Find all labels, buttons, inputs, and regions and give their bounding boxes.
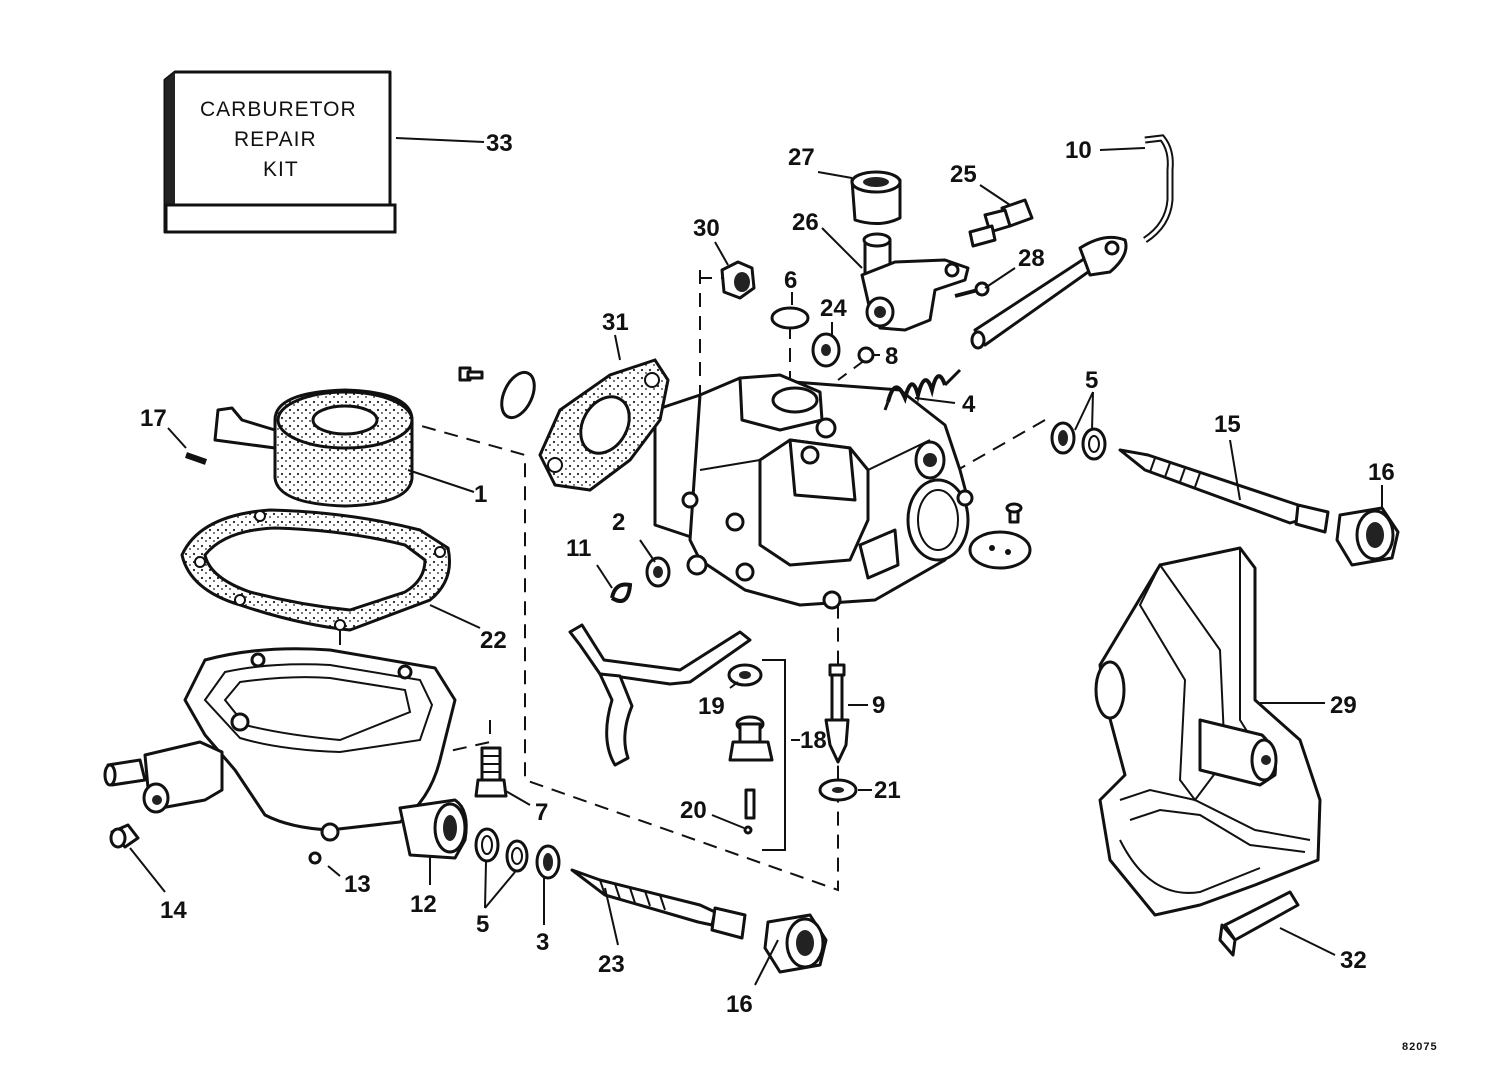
link-rod: [1142, 134, 1174, 243]
callout-5a: 5: [1085, 367, 1098, 394]
low-speed-needle: [570, 868, 747, 940]
retaining-clip: [610, 582, 633, 603]
callout-33: 33: [486, 130, 513, 157]
callout-3: 3: [536, 929, 549, 956]
o-ring: [1081, 427, 1107, 461]
nozzle-gasket: [727, 663, 763, 687]
choke-plate: [500, 370, 536, 420]
callout-28: 28: [1018, 245, 1045, 272]
callout-24: 24: [820, 295, 847, 322]
figure-number: 82075: [1402, 1041, 1438, 1053]
callout-14: 14: [160, 897, 187, 924]
callout-22: 22: [480, 627, 507, 654]
repair-kit-box: CARBURETOR REPAIR KIT: [163, 70, 397, 234]
callout-32: 32: [1340, 947, 1367, 974]
float-bowl: [103, 647, 468, 860]
inlet-filter: [109, 823, 140, 849]
callout-19: 19: [698, 693, 725, 720]
float: [213, 388, 414, 508]
callout-8: 8: [885, 343, 898, 370]
callout-20: 20: [680, 797, 707, 824]
callout-12: 12: [410, 891, 437, 918]
callout-27: 27: [788, 144, 815, 171]
callout-16b: 16: [726, 991, 753, 1018]
callout-labels: 1 2 3 4 5 5 6 7 8 9 10 11 12 13 14 15 16…: [140, 130, 1395, 1018]
washer: [811, 332, 841, 368]
lever-cap: [850, 170, 902, 225]
washer: [818, 778, 858, 802]
callout-16a: 16: [1368, 459, 1395, 486]
bowl-gasket: [180, 508, 451, 632]
high-speed-needle: [1118, 448, 1330, 534]
group-bracket: [762, 659, 786, 851]
throttle-arm: [860, 232, 970, 332]
kit-label-line-3: KIT: [263, 158, 299, 181]
callout-23: 23: [598, 951, 625, 978]
callout-15: 15: [1214, 411, 1241, 438]
washer: [645, 556, 671, 588]
adapter-gasket: [1218, 890, 1300, 957]
callout-1: 1: [474, 481, 487, 508]
callout-13: 13: [344, 871, 371, 898]
callout-30: 30: [693, 215, 720, 242]
o-ring: [1050, 421, 1076, 455]
kit-label-line-1: CARBURETOR: [200, 98, 357, 121]
welch-plug: [770, 306, 810, 330]
small-screw: [954, 281, 990, 298]
callout-6: 6: [784, 267, 797, 294]
callout-17: 17: [140, 405, 167, 432]
callout-10: 10: [1065, 137, 1092, 164]
ball: [857, 346, 875, 364]
hinge-pin: [185, 452, 207, 465]
inlet-needle: [824, 663, 850, 764]
packing-nut: [1335, 506, 1400, 567]
callout-2: 2: [612, 509, 625, 536]
packing-nut: [763, 913, 828, 974]
callout-25: 25: [950, 161, 977, 188]
nozzle: [728, 715, 774, 762]
hex-nut: [720, 260, 756, 300]
callout-7: 7: [535, 799, 548, 826]
leader-lines: [129, 147, 1383, 986]
kit-label-line-2: REPAIR: [234, 128, 317, 151]
choke-lever: [568, 623, 752, 767]
shoulder-screw: [968, 198, 1034, 248]
check-ball: [308, 851, 322, 865]
callout-11: 11: [566, 535, 591, 562]
intake-adapter: [1094, 546, 1322, 917]
needle-pin: [743, 788, 756, 835]
flange-gasket: [538, 358, 670, 492]
callout-4: 4: [962, 391, 976, 418]
plate-screw: [458, 366, 484, 382]
carburetor-body: [653, 373, 974, 610]
callout-18: 18: [800, 727, 827, 754]
throttle-shaft: [970, 235, 1128, 350]
callout-29: 29: [1330, 692, 1357, 719]
plate-screw: [1005, 502, 1023, 524]
return-spring: [883, 368, 962, 411]
callout-26: 26: [792, 209, 819, 236]
callout-21: 21: [874, 777, 901, 804]
throttle-plate: [968, 530, 1032, 570]
callout-31: 31: [602, 309, 629, 336]
callout-5b: 5: [476, 911, 489, 938]
bowl-screw: [474, 746, 508, 798]
callout-9: 9: [872, 692, 885, 719]
